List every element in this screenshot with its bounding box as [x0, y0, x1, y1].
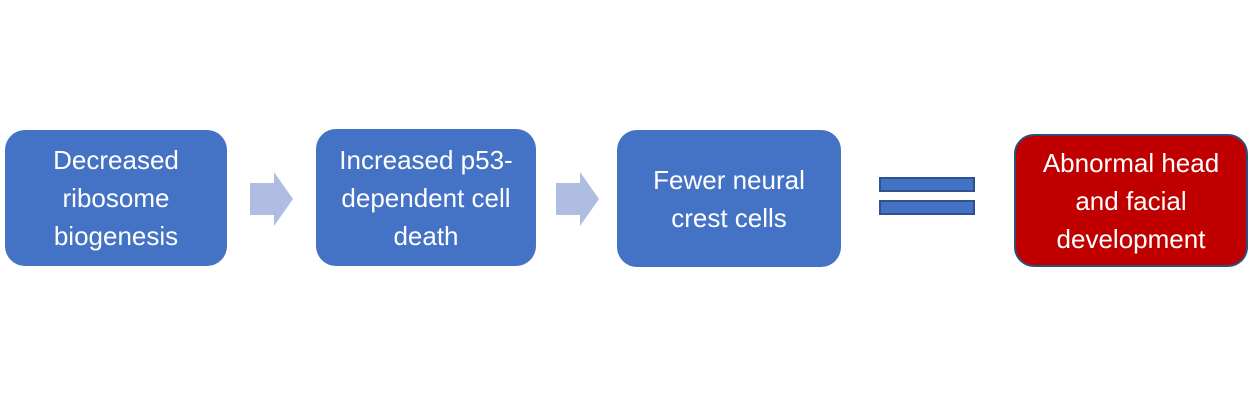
node-fewer-neural-crest-cells: Fewer neural crest cells	[617, 130, 841, 267]
arrow-right-icon	[250, 172, 293, 226]
node-label: Fewer neural crest cells	[653, 164, 805, 233]
equals-bar-bottom	[879, 200, 975, 215]
node-abnormal-head-and-facial-development: Abnormal head and facial development	[1014, 134, 1248, 267]
node-increased-p53-dependent-cell-death: Increased p53- dependent cell death	[316, 129, 536, 266]
node-decreased-ribosome-biogenesis: Decreased ribosome biogenesis	[5, 130, 227, 266]
node-label: Increased p53- dependent cell death	[339, 144, 513, 251]
arrow-right-icon	[556, 172, 599, 226]
equals-sign	[879, 177, 975, 215]
node-label: Decreased ribosome biogenesis	[53, 145, 179, 251]
equals-bar-top	[879, 177, 975, 192]
node-label: Abnormal head and facial development	[1042, 147, 1220, 254]
